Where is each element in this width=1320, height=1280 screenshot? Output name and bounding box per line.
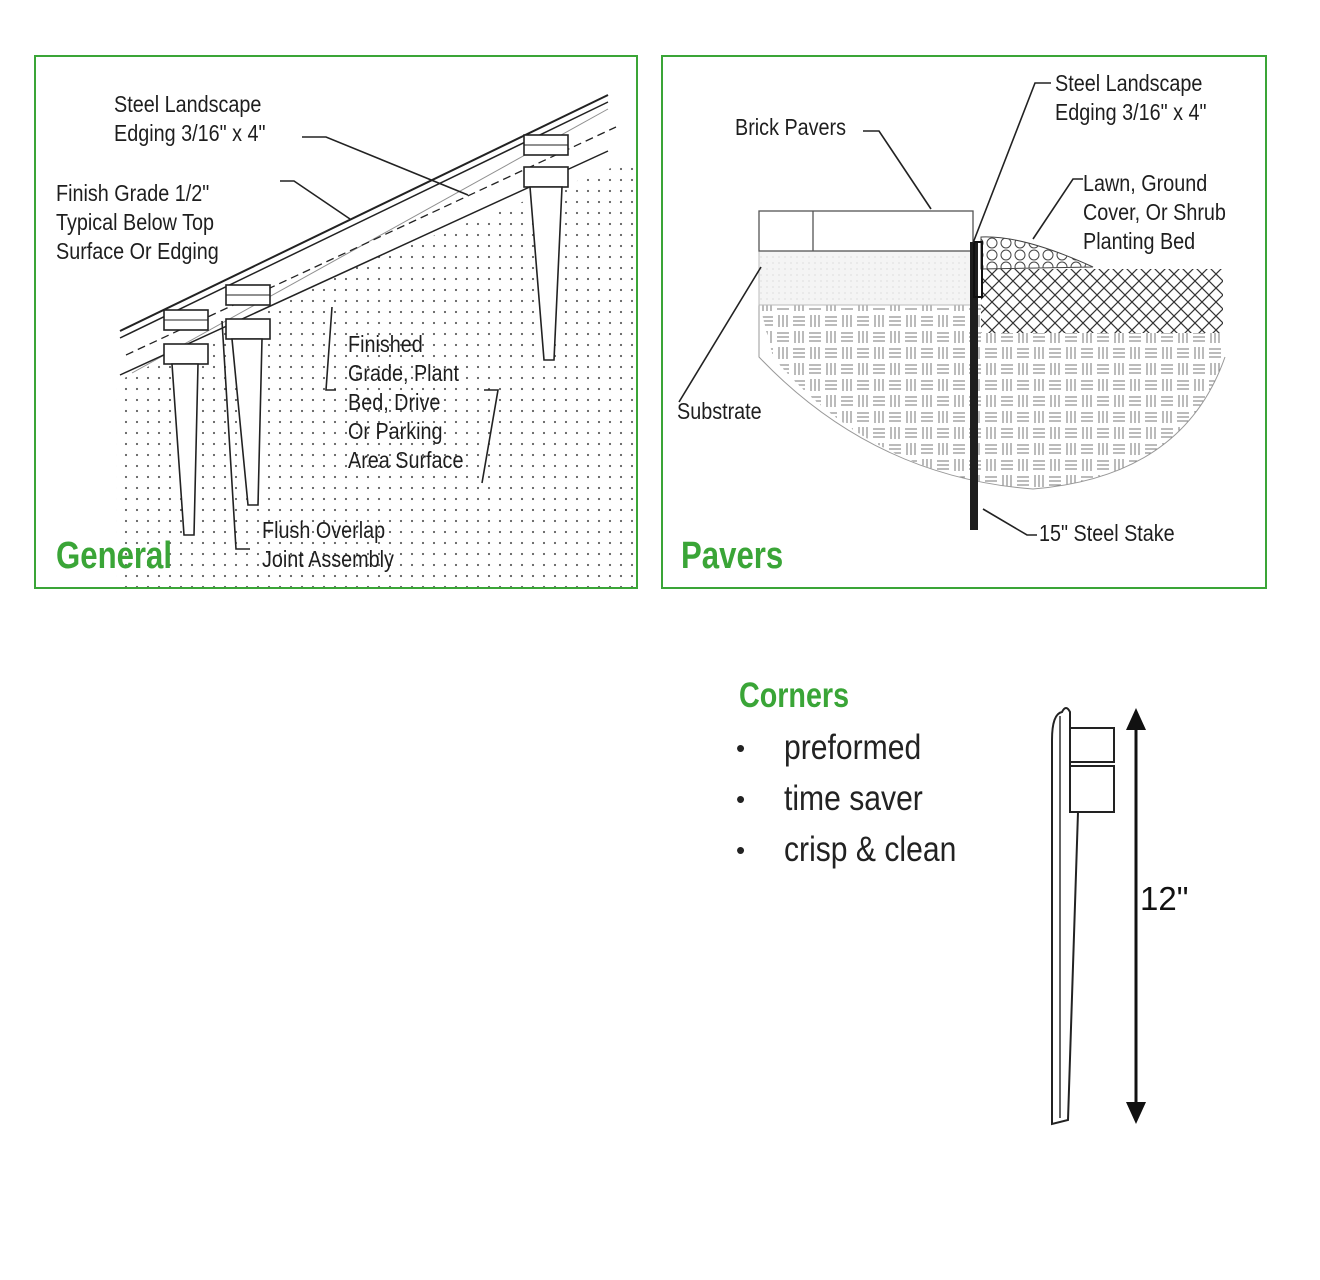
- soil-hatch: [981, 269, 1223, 333]
- bullet-icon: •: [736, 733, 746, 763]
- stake-leader: [982, 508, 1037, 536]
- corner-stake-tab-top: [1069, 727, 1115, 763]
- flush-overlap-leader: [221, 320, 250, 550]
- pavers-panel: Steel Landscape Edging 3/16" x 4" Brick …: [661, 55, 1267, 589]
- substrate-label: Substrate: [677, 398, 762, 424]
- edging-leader: [972, 82, 1051, 244]
- pavers-edging-label: Steel Landscape Edging 3/16" x 4": [1055, 70, 1207, 125]
- general-title: General: [56, 535, 173, 577]
- brick-pavers-label: Brick Pavers: [735, 114, 847, 140]
- edging-leader: [302, 136, 469, 196]
- corner-stake-tab-bottom: [1069, 765, 1115, 813]
- stake-right: [523, 134, 569, 361]
- finished-grade-leader-up: [325, 306, 336, 391]
- corners-title: Corners: [739, 676, 850, 715]
- stake-middle: [225, 284, 271, 506]
- flush-overlap-label: Flush Overlap Joint Assembly: [262, 517, 394, 572]
- finished-grade-label: Finished Grade, Plant Bed, Drive Or Park…: [348, 331, 464, 473]
- brick-pavers: [758, 210, 974, 252]
- substrate-leader: [678, 266, 762, 403]
- edging-label: Steel Landscape Edging 3/16" x 4": [114, 91, 266, 146]
- finished-grade-leader-down: [481, 389, 499, 484]
- edging-bottom-line: [119, 150, 609, 376]
- arrow-up-icon: [1126, 708, 1146, 730]
- lawn-label: Lawn, Ground Cover, Or Shrub Planting Be…: [1083, 170, 1226, 254]
- feature-text: preformed: [784, 728, 922, 767]
- feature-text: time saver: [784, 779, 923, 818]
- general-diagram: [116, 94, 636, 587]
- stake-left: [163, 309, 209, 536]
- pavers-diagram: [678, 82, 1226, 536]
- brick-pavers-leader: [863, 130, 932, 210]
- general-panel: Steel Landscape Edging 3/16" x 4" Finish…: [34, 55, 638, 589]
- finish-grade-label: Finish Grade 1/2" Typical Below Top Surf…: [56, 180, 219, 264]
- setting-bed: [758, 248, 974, 306]
- lawn-leader: [1032, 178, 1083, 240]
- pavers-title: Pavers: [681, 535, 784, 577]
- steel-stake-label: 15" Steel Stake: [1039, 520, 1175, 546]
- feature-text: crisp & clean: [784, 830, 957, 869]
- bullet-icon: •: [736, 835, 746, 865]
- bullet-icon: •: [736, 784, 746, 814]
- arrow-down-icon: [1126, 1102, 1146, 1124]
- corner-stake-drawing: [1051, 707, 1146, 1126]
- finish-grade-leader: [280, 180, 351, 220]
- dimension-label: 12": [1140, 880, 1189, 917]
- planting-bed: [980, 236, 1094, 270]
- steel-stake: [970, 242, 978, 530]
